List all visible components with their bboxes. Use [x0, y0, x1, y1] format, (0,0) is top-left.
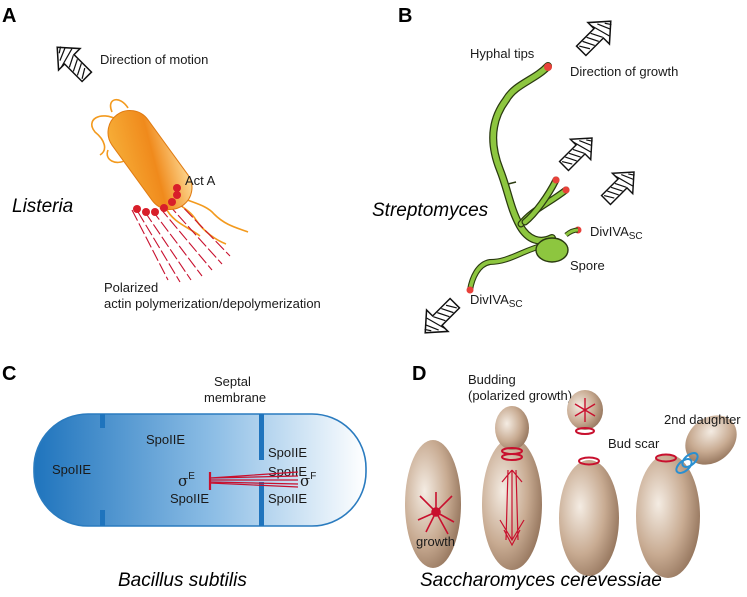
growth-arrow-top-icon — [569, 9, 623, 63]
divIVA-label-bottom: DivIVASC — [470, 292, 523, 310]
septum-bars — [100, 414, 264, 526]
panel-a: A Direction of motion — [2, 5, 321, 311]
bacillus-species-label: Bacillus subtilis — [118, 570, 247, 591]
septal-label-line1: Septal — [214, 374, 251, 389]
sigma-e-label: σE — [178, 471, 195, 490]
hyphal-tips-label: Hyphal tips — [470, 46, 535, 61]
spore-label: Spore — [570, 258, 605, 273]
yeast-cell-1 — [405, 440, 461, 568]
spoIIE-label-right-2: SpoIIE — [268, 464, 307, 479]
second-daughter-rings — [675, 452, 699, 474]
bacillus-cell — [33, 413, 367, 527]
saccharomyces-species-label: Saccharomyces cerevessiae — [420, 570, 662, 591]
growth-arrow-right-icon — [595, 161, 645, 211]
acta-dots — [133, 184, 181, 216]
direction-of-motion-label: Direction of motion — [100, 52, 208, 67]
panel-d-letter: D — [412, 363, 426, 385]
listeria-cell — [107, 109, 193, 211]
actin-label-line1: Polarized — [104, 280, 158, 295]
growth-label: growth — [416, 534, 455, 549]
bud-scar-ring-4 — [655, 453, 677, 463]
yeast-daughter-4 — [685, 415, 737, 465]
actin-label-line2: actin polymerization/depolymerization — [104, 296, 321, 311]
hyphal-tip-markers — [466, 63, 582, 294]
panel-c-letter: C — [2, 363, 16, 385]
daughter-star-icon — [574, 398, 596, 422]
growth-arrows-icon — [417, 492, 455, 535]
yeast-bud-2 — [495, 406, 529, 450]
actin-tails — [131, 197, 231, 283]
spoIIE-label-top: SpoIIE — [146, 432, 185, 447]
bud-scar-label: Bud scar — [608, 436, 660, 451]
panel-a-letter: A — [2, 5, 16, 27]
streptomyces-species-label: Streptomyces — [372, 200, 489, 221]
panel-b-letter: B — [398, 5, 412, 27]
sigma-gradient-wedge — [208, 471, 299, 490]
spore — [535, 237, 569, 263]
panel-b: B — [372, 5, 678, 345]
direction-arrow-icon — [45, 35, 99, 89]
acta-label: Act A — [185, 173, 216, 188]
growth-arrow-bottom-icon — [413, 291, 467, 345]
hypha-septum — [507, 181, 517, 185]
budding-label-line2: (polarized growth) — [468, 388, 572, 403]
hyphae — [467, 62, 570, 293]
yeast-cell-4 — [636, 454, 700, 578]
second-daughter-label: 2nd daughter — [664, 412, 741, 427]
budding-label-line1: Budding — [468, 372, 516, 387]
growth-arrow-mid-icon — [553, 127, 603, 177]
spoIIE-label-left: SpoIIE — [52, 462, 91, 477]
bud-neck-rings-2 — [501, 447, 523, 461]
spoIIE-label-right-3: SpoIIE — [268, 491, 307, 506]
spoIIE-label-bottom: SpoIIE — [170, 491, 209, 506]
direction-of-growth-label: Direction of growth — [570, 64, 678, 79]
spoIIE-label-right-1: SpoIIE — [268, 445, 307, 460]
divIVA-label-right: DivIVASC — [590, 224, 643, 242]
panel-c: C Septal membrane SpoIIE SpoIIE SpoIIE S… — [2, 363, 367, 591]
listeria-species-label: Listeria — [12, 196, 73, 217]
side-branch-fill — [565, 228, 579, 237]
polarized-growth-icon — [499, 469, 525, 547]
panel-d: D Budding (polarized growth) growth Bud … — [405, 363, 741, 591]
bud-scar-ring-daughter — [575, 427, 595, 435]
bud-scar-ring-mother — [578, 456, 600, 466]
yeast-cell-3 — [559, 460, 619, 576]
septal-label-line2: membrane — [204, 390, 266, 405]
sigma-f-label: σF — [300, 471, 316, 490]
